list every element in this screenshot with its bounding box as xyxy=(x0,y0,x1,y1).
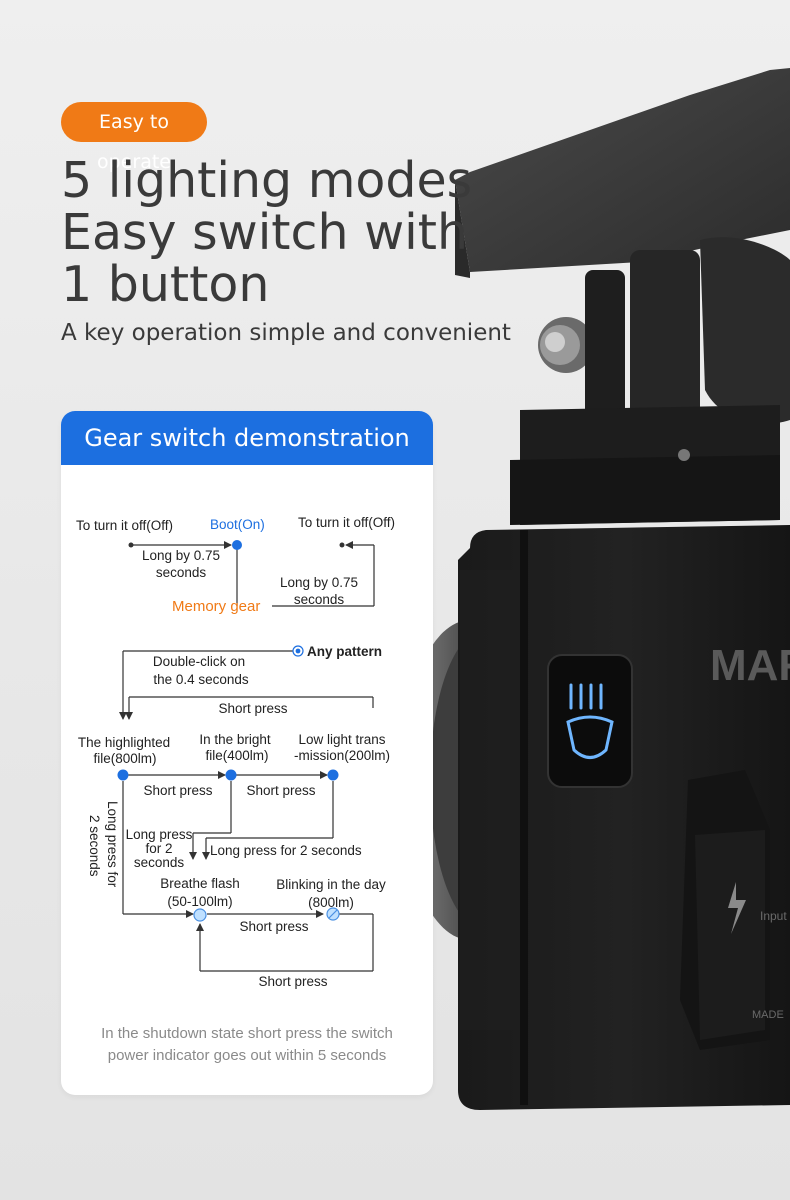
headlight-icon xyxy=(566,683,614,759)
label-lp2-2: for 2 xyxy=(145,841,172,856)
label-vertical-long-2: 2 seconds xyxy=(87,815,102,877)
port-label: Input xyxy=(760,909,787,923)
label-highlighted-1: The highlighted xyxy=(78,735,170,750)
gear-switch-card: Gear switch demonstration xyxy=(61,411,433,1095)
feature-badge: Easy to operate xyxy=(61,102,207,173)
label-lp2-1: Long press xyxy=(126,827,193,842)
label-long075-b2: seconds xyxy=(294,592,345,607)
label-short-b1: Short press xyxy=(239,919,308,934)
made-label: MADE xyxy=(752,1009,784,1021)
label-bright-1: In the bright xyxy=(199,732,271,747)
label-breathe-2: (50-100lm) xyxy=(167,894,232,909)
lightning-icon xyxy=(728,882,746,934)
page-subtitle: A key operation simple and convenient xyxy=(61,320,511,346)
footnote-line-2: power indicator goes out within 5 second… xyxy=(107,1047,387,1064)
label-long075-b1: Long by 0.75 xyxy=(280,575,358,590)
label-memory-gear: Memory gear xyxy=(172,598,260,615)
title-line-2: Easy switch with xyxy=(61,204,469,261)
label-blink-2: (800lm) xyxy=(308,895,354,910)
label-bright-2: file(400lm) xyxy=(205,748,268,763)
gear-flow-diagram: To turn it off(Off) Boot(On) To turn it … xyxy=(76,515,395,989)
label-any-pattern: Any pattern xyxy=(307,644,382,659)
label-short-top: Short press xyxy=(218,701,287,716)
label-highlighted-2: file(800lm) xyxy=(93,751,156,766)
label-short-mid-2: Short press xyxy=(246,783,315,798)
label-long075-a2: seconds xyxy=(156,565,207,580)
label-boot: Boot(On) xyxy=(210,517,265,532)
footnote-line-1: In the shutdown state short press the sw… xyxy=(101,1025,393,1042)
label-blink-1: Blinking in the day xyxy=(276,877,386,892)
title-line-1: 5 lighting modes xyxy=(61,152,473,209)
label-long075-a1: Long by 0.75 xyxy=(142,548,220,563)
page-title: 5 lighting modes Easy switch with 1 butt… xyxy=(61,155,481,311)
label-off-right: To turn it off(Off) xyxy=(298,515,395,530)
label-off-left: To turn it off(Off) xyxy=(76,518,173,533)
label-breathe-1: Breathe flash xyxy=(160,876,240,891)
label-double-click-1: Double-click on xyxy=(153,654,245,669)
card-title: Gear switch demonstration xyxy=(61,411,433,465)
title-line-3: 1 button xyxy=(61,256,270,313)
label-lp2-3: seconds xyxy=(134,855,185,870)
label-low-1: Low light trans xyxy=(298,732,385,747)
label-short-mid-1: Short press xyxy=(143,783,212,798)
label-short-b2: Short press xyxy=(258,974,327,989)
card-footnote: In the shutdown state short press the sw… xyxy=(61,1023,433,1067)
brand-text: MAR xyxy=(710,641,790,690)
label-low-2: -mission(200lm) xyxy=(294,748,390,763)
label-double-click-2: the 0.4 seconds xyxy=(153,672,249,687)
label-long2-right: Long press for 2 seconds xyxy=(210,843,362,858)
label-vertical-long-1: Long press for xyxy=(105,801,120,888)
